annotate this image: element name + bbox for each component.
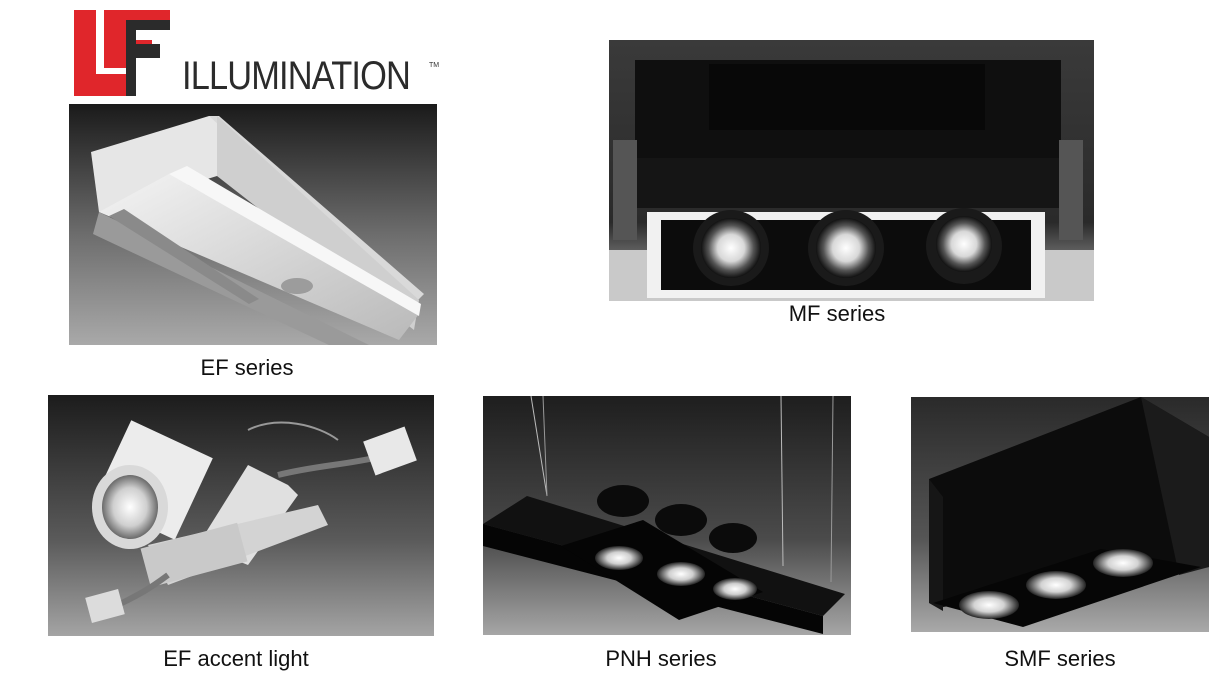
- ef-accent-light-image: [48, 395, 434, 636]
- trademark-mark: TM: [429, 62, 440, 69]
- smf-series-image: [911, 397, 1209, 632]
- lf-monogram-icon: [74, 10, 170, 96]
- brand-wordmark: ILLUMINATION: [182, 54, 411, 98]
- ef-series-image: [69, 104, 437, 345]
- pnh-series-image: [483, 396, 851, 635]
- brand-logo: ILLUMINATION TM: [74, 10, 444, 96]
- ef-series-caption: EF series: [200, 355, 294, 380]
- mf-series-caption: MF series: [788, 301, 886, 326]
- ef-accent-light-caption: EF accent light: [163, 646, 309, 671]
- pnh-series-caption: PNH series: [605, 646, 717, 671]
- smf-series-caption: SMF series: [1004, 646, 1116, 671]
- mf-series-image: [609, 40, 1094, 301]
